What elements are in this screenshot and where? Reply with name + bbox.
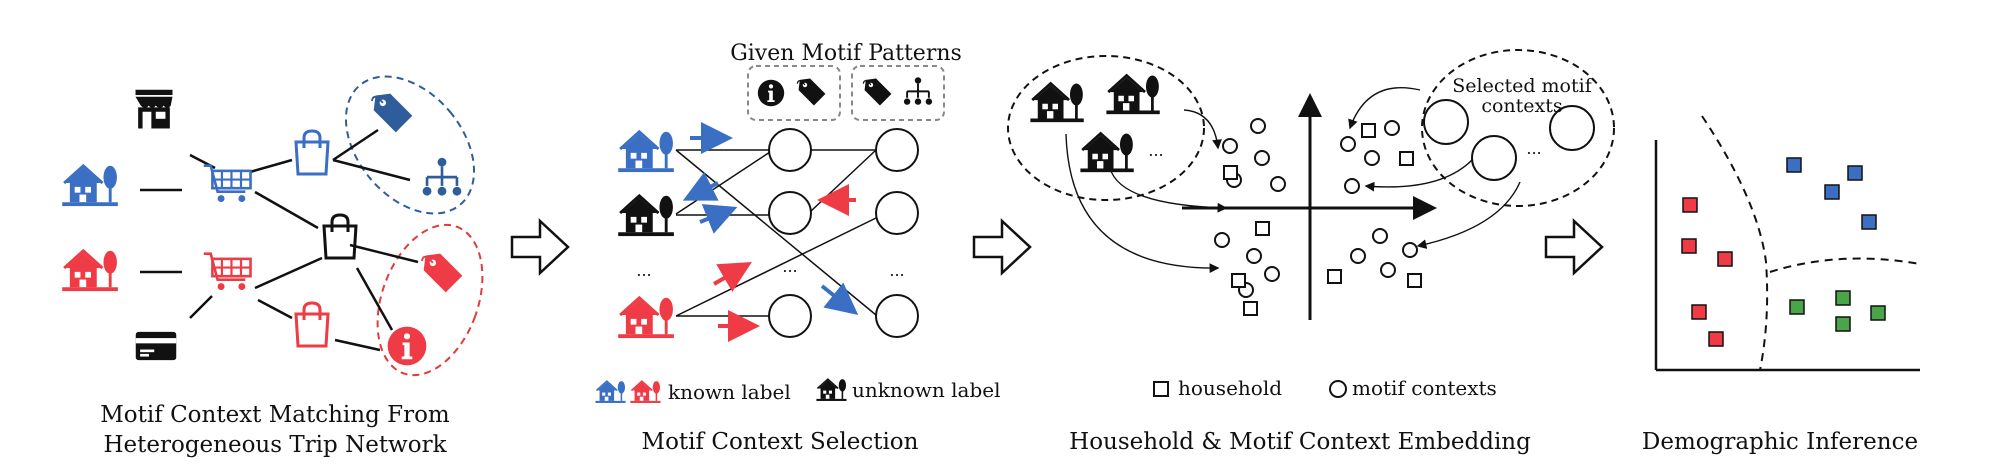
house-tree-icon xyxy=(816,378,848,402)
embedding-household-points xyxy=(1223,123,1422,316)
legend-unknown-label: unknown label xyxy=(852,378,1001,402)
selection-arrow xyxy=(699,204,738,234)
red-motif-ellipse xyxy=(376,223,484,377)
embedding-motif-points xyxy=(1214,118,1418,298)
decision-boundary xyxy=(1769,257,1921,273)
legend-household-label: household xyxy=(1178,376,1283,400)
green-class-points xyxy=(1789,290,1886,332)
selection-edges xyxy=(675,149,877,317)
motif-pattern-box xyxy=(851,65,945,121)
credit-card-icon xyxy=(135,331,177,361)
house-tree-icon xyxy=(618,296,676,340)
panel-demographic-inference xyxy=(1654,115,1921,372)
panel2-caption: Motif Context Selection xyxy=(641,429,919,455)
house-tree-icon xyxy=(618,194,676,238)
shopping-bag-icon xyxy=(294,301,330,348)
ellipsis-label: ... xyxy=(1148,141,1163,160)
legend-known-label: known label xyxy=(668,380,791,404)
panel4-caption: Demographic Inference xyxy=(1641,429,1919,455)
house-tree-icon xyxy=(618,130,676,174)
ellipsis-label: ... xyxy=(889,261,904,280)
selected-motif-label: contexts xyxy=(1481,95,1562,117)
house-tree-icon xyxy=(1030,82,1086,124)
selected-contexts-ellipse xyxy=(1421,49,1615,207)
price-tag-icon xyxy=(420,252,464,294)
red-class-points xyxy=(1681,197,1733,347)
flow-arrow-icon xyxy=(972,219,1032,275)
legend-motif-label: motif contexts xyxy=(1352,376,1497,400)
context-nodes xyxy=(768,128,919,338)
motif-pattern-box xyxy=(747,65,841,121)
house-tree-icon xyxy=(62,164,120,208)
selection-arrow xyxy=(712,261,752,292)
shopping-bag-icon xyxy=(322,213,358,260)
price-tag-icon xyxy=(862,77,893,107)
org-chart-icon xyxy=(902,76,934,106)
ellipsis-label: ... xyxy=(636,261,651,280)
selection-arrow xyxy=(682,171,719,201)
blue-motif-ellipse xyxy=(344,75,476,215)
house-tree-icon xyxy=(595,380,627,404)
price-tag-icon xyxy=(796,77,827,107)
selection-arrow xyxy=(820,282,859,315)
info-circle-icon xyxy=(757,79,785,107)
org-chart-icon xyxy=(421,156,463,197)
panel1-caption: Motif Context Matching From Heterogeneou… xyxy=(60,400,490,460)
panel1-caption-line1: Motif Context Matching From xyxy=(100,402,450,428)
flow-arrow-icon xyxy=(1544,219,1604,275)
flow-arrow-icon xyxy=(510,219,570,275)
given-motif-patterns-title: Given Motif Patterns xyxy=(730,41,962,66)
shopping-cart-icon xyxy=(202,164,252,204)
blue-class-points xyxy=(1786,157,1877,230)
house-tree-icon xyxy=(630,380,662,404)
store-icon xyxy=(135,89,173,129)
ellipsis-label: ... xyxy=(782,257,797,276)
legend-motif-circle xyxy=(1329,380,1347,398)
panel-embedding xyxy=(1007,49,1615,398)
legend-household-square xyxy=(1153,381,1169,397)
house-tree-icon xyxy=(62,249,120,293)
house-tree-icon xyxy=(1080,132,1136,174)
network-edges xyxy=(140,128,419,352)
price-tag-icon xyxy=(370,92,414,134)
selected-motif-nodes xyxy=(1423,99,1595,181)
house-tree-icon xyxy=(1106,74,1162,116)
shopping-cart-icon xyxy=(202,252,252,292)
panel-motif-selection xyxy=(595,65,945,404)
info-circle-icon xyxy=(387,326,427,366)
selected-motif-label: Selected motif xyxy=(1452,75,1593,97)
ellipsis-label: ... xyxy=(1526,139,1541,158)
panel-trip-network xyxy=(62,75,484,377)
embedding-arrows xyxy=(1065,86,1521,274)
panel3-caption: Household & Motif Context Embedding xyxy=(1069,429,1531,455)
household-group-ellipse xyxy=(1007,55,1205,201)
decision-boundary xyxy=(1701,115,1769,371)
shopping-bag-icon xyxy=(294,129,330,176)
panel1-caption-line2: Heterogeneous Trip Network xyxy=(103,432,447,458)
